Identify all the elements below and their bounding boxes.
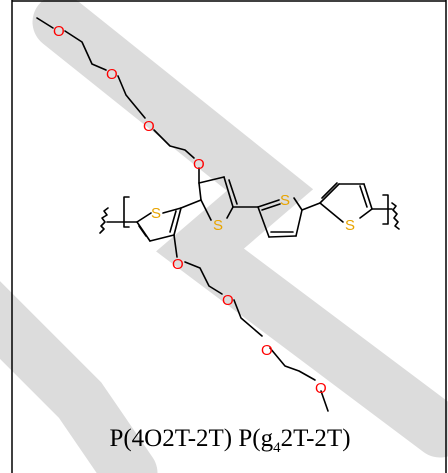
oxygen-atom-7: O — [261, 342, 273, 359]
oxygen-atom-6: O — [222, 292, 234, 309]
oxygen-atom-3: O — [143, 118, 155, 135]
sulfur-atom-ring-3: S — [280, 192, 290, 209]
caption-part-1: P(4O2T-2T) P(g — [109, 425, 274, 452]
sulfur-atom-ring-4: S — [345, 217, 355, 234]
oxygen-atom-4: O — [193, 156, 205, 173]
oxygen-atom-2: O — [106, 66, 118, 83]
oxygen-atoms: O O O O O O O O — [53, 23, 327, 397]
bonds — [36, 17, 400, 412]
sulfur-atoms: S S S S — [151, 192, 355, 234]
oxygen-atom-8: O — [315, 380, 327, 397]
sulfur-atom-ring-1: S — [151, 205, 161, 222]
oxygen-atom-5: O — [172, 256, 184, 273]
caption-part-2: 2T-2T) — [280, 425, 351, 452]
oxygen-atom-1: O — [53, 23, 65, 40]
sulfur-atom-ring-2: S — [213, 217, 223, 234]
figure-caption: P(4O2T-2T) P(g42T-2T) — [12, 425, 448, 457]
caption-subscript: 4 — [273, 440, 281, 456]
